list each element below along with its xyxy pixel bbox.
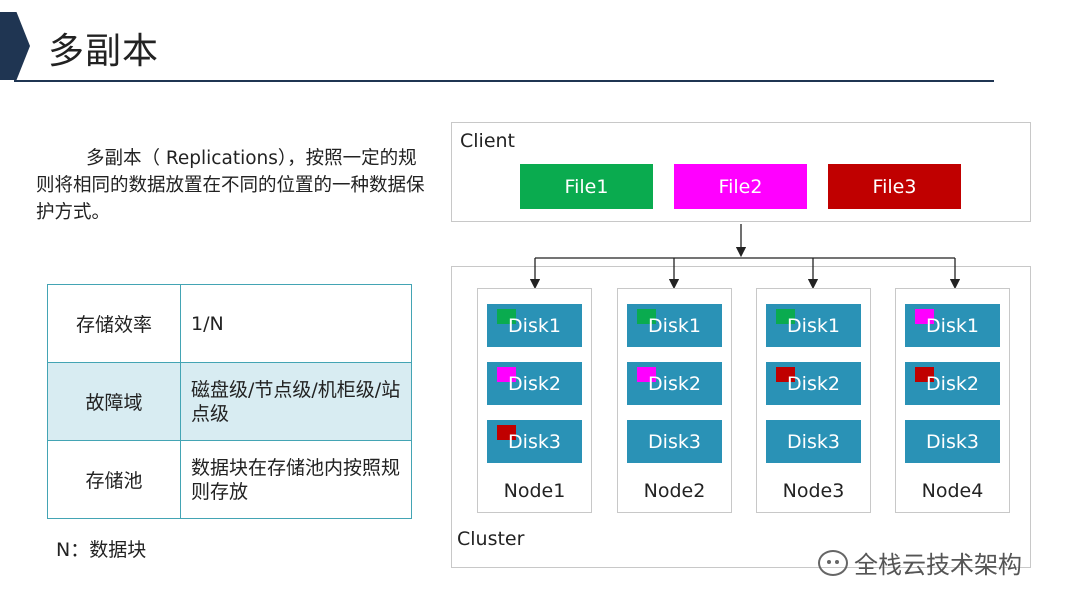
disk-block: Disk1 — [766, 304, 861, 347]
watermark-text: 全栈云技术架构 — [854, 551, 1022, 579]
disk-label: Disk1 — [648, 314, 701, 337]
file2-block: File2 — [674, 164, 807, 209]
replica-marker — [637, 309, 656, 324]
disk-block: Disk1 — [627, 304, 722, 347]
disk-block: Disk1 — [487, 304, 582, 347]
disk-label: Disk2 — [648, 372, 701, 395]
disk-block: Disk2 — [766, 362, 861, 405]
node-box — [617, 288, 732, 513]
replica-marker — [497, 425, 516, 440]
replica-marker — [497, 309, 516, 324]
disk-block: Disk3 — [766, 420, 861, 463]
disk-label: Disk3 — [508, 430, 561, 453]
disk-label: Disk3 — [648, 430, 701, 453]
table-key: 故障域 — [47, 362, 181, 441]
disk-block: Disk3 — [627, 420, 722, 463]
replica-marker — [637, 367, 656, 382]
disk-label: Disk1 — [926, 314, 979, 337]
disk-block: Disk3 — [905, 420, 1000, 463]
disk-label: Disk1 — [787, 314, 840, 337]
disk-label: Disk2 — [787, 372, 840, 395]
disk-label: Disk3 — [926, 430, 979, 453]
properties-table: 存储效率 1/N 故障域 磁盘级/节点级/机柜级/站点级 存储池 数据块在存储池… — [47, 284, 412, 519]
disk-label: Disk3 — [787, 430, 840, 453]
page-title: 多副本 — [48, 31, 160, 72]
disk-label: Disk2 — [508, 372, 561, 395]
watermark: 全栈云技术架构 — [818, 545, 1022, 580]
intro-paragraph: 多副本（ Replications），按照一定的规则将相同的数据放置在不同的位置… — [36, 148, 425, 223]
replica-marker — [776, 309, 795, 324]
disk-block: Disk2 — [627, 362, 722, 405]
table-key: 存储池 — [47, 440, 181, 519]
node-label: Node1 — [503, 480, 566, 502]
table-value: 磁盘级/节点级/机柜级/站点级 — [180, 362, 412, 441]
wechat-icon — [818, 549, 848, 576]
node-box — [477, 288, 592, 513]
title-divider — [14, 80, 994, 82]
file-label: File3 — [872, 175, 917, 198]
cluster-box — [451, 266, 1031, 568]
replica-marker — [915, 309, 934, 324]
table-value: 数据块在存储池内按照规则存放 — [180, 440, 412, 519]
node-label: Node2 — [643, 480, 706, 502]
table-row: 故障域 磁盘级/节点级/机柜级/站点级 — [47, 362, 412, 441]
disk-label: Disk2 — [926, 372, 979, 395]
cluster-label: Cluster — [457, 528, 525, 550]
disk-block: Disk1 — [905, 304, 1000, 347]
footnote: N：数据块 — [56, 539, 147, 561]
file1-block: File1 — [520, 164, 653, 209]
file-label: File2 — [718, 175, 763, 198]
replica-marker — [915, 367, 934, 382]
replica-marker — [497, 367, 516, 382]
disk-block: Disk3 — [487, 420, 582, 463]
node-label: Node3 — [782, 480, 845, 502]
table-row: 存储池 数据块在存储池内按照规则存放 — [47, 440, 412, 519]
disk-label: Disk1 — [508, 314, 561, 337]
client-label: Client — [460, 130, 516, 152]
client-box — [451, 122, 1031, 222]
file3-block: File3 — [828, 164, 961, 209]
disk-block: Disk2 — [487, 362, 582, 405]
replica-marker — [776, 367, 795, 382]
table-key: 存储效率 — [47, 284, 181, 363]
node-label: Node4 — [921, 480, 984, 502]
table-row: 存储效率 1/N — [47, 284, 412, 363]
table-value: 1/N — [180, 284, 412, 363]
node-box — [756, 288, 871, 513]
file-label: File1 — [564, 175, 609, 198]
disk-block: Disk2 — [905, 362, 1000, 405]
node-box — [895, 288, 1010, 513]
